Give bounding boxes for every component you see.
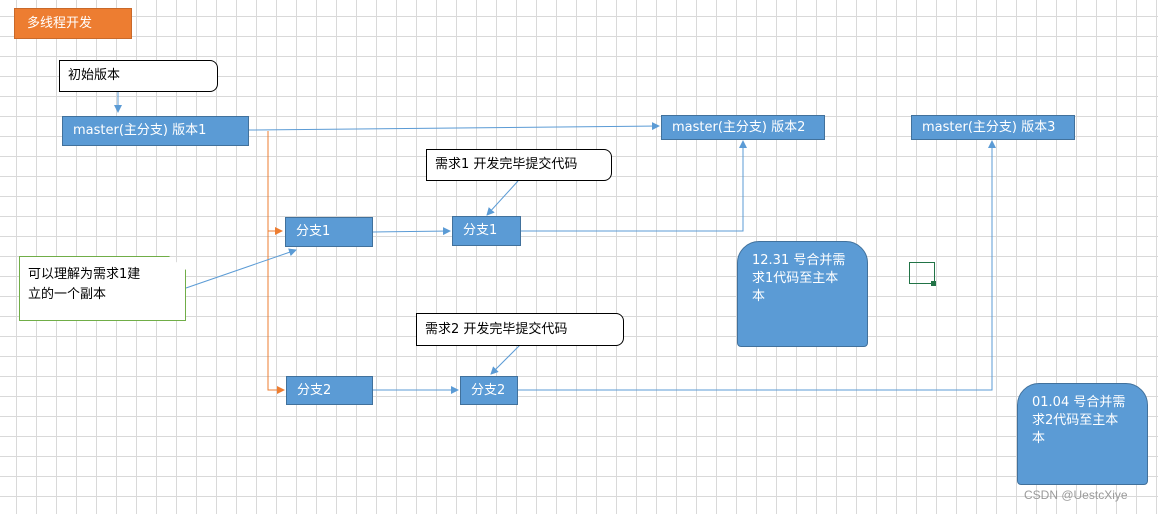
master-v3-label: master(主分支) 版本3 <box>922 119 1056 135</box>
req1-commit-label: 需求1 开发完毕提交代码 <box>435 157 578 172</box>
merge-note-dec31-line1: 12.31 号合并需 <box>752 253 846 268</box>
copy-note-line2: 立的一个副本 <box>28 287 107 302</box>
branch2-start-label: 分支2 <box>297 382 332 398</box>
arrow-fork-to-branch1 <box>267 131 283 235</box>
req1-commit-callout: 需求1 开发完毕提交代码 <box>426 149 612 181</box>
branch2-commit-box: 分支2 <box>460 376 518 405</box>
arrow-branch1-merge-to-master2 <box>521 140 747 232</box>
master-v2-box: master(主分支) 版本2 <box>661 115 825 140</box>
merge-note-dec31: 12.31 号合并需 求1代码至主本 本 <box>737 241 868 347</box>
merge-note-jan04-line2: 求2代码至主本 <box>1032 413 1119 428</box>
copy-note-line1: 可以理解为需求1建 <box>28 267 141 282</box>
branch1-start-label: 分支1 <box>296 224 331 239</box>
diagram-title: 多线程开发 <box>14 8 132 39</box>
arrow-branch1-to-branch1-commit <box>372 227 451 236</box>
branch1-commit-box: 分支1 <box>452 216 521 246</box>
merge-note-jan04: 01.04 号合并需 求2代码至主本 本 <box>1017 383 1148 485</box>
initial-version-callout: 初始版本 <box>59 60 218 92</box>
arrow-branch2-merge-to-master3 <box>518 140 996 391</box>
req2-commit-callout: 需求2 开发完毕提交代码 <box>416 313 624 346</box>
master-v2-label: master(主分支) 版本2 <box>672 119 806 135</box>
initial-version-label: 初始版本 <box>68 68 121 83</box>
master-v1-box: master(主分支) 版本1 <box>62 116 249 146</box>
branch1-commit-label: 分支1 <box>463 223 498 238</box>
arrow-fork-to-branch2 <box>267 231 285 394</box>
selected-cell[interactable] <box>909 262 935 284</box>
branch2-commit-label: 分支2 <box>471 382 506 398</box>
merge-note-jan04-line3: 本 <box>1032 431 1046 446</box>
master-v3-box: master(主分支) 版本3 <box>911 115 1075 140</box>
watermark: CSDN @UestcXiye <box>1024 488 1128 502</box>
merge-note-jan04-line1: 01.04 号合并需 <box>1032 395 1126 410</box>
merge-note-dec31-line3: 本 <box>752 289 766 304</box>
branch1-start-box: 分支1 <box>285 217 373 247</box>
selected-cell-fill-handle[interactable] <box>931 281 936 286</box>
req2-commit-label: 需求2 开发完毕提交代码 <box>425 321 568 337</box>
merge-note-dec31-line2: 求1代码至主本 <box>752 271 839 286</box>
branch2-start-box: 分支2 <box>286 376 373 405</box>
arrow-req1-note-to-branch1 <box>486 180 519 216</box>
arrow-copy-note-to-branch1 <box>185 248 297 289</box>
copy-explanation-note: 可以理解为需求1建 立的一个副本 <box>19 256 186 321</box>
master-v1-label: master(主分支) 版本1 <box>73 123 207 138</box>
arrow-master1-to-master2 <box>248 122 660 131</box>
arrow-req2-note-to-branch2 <box>490 344 521 375</box>
diagram-title-text: 多线程开发 <box>27 15 93 31</box>
